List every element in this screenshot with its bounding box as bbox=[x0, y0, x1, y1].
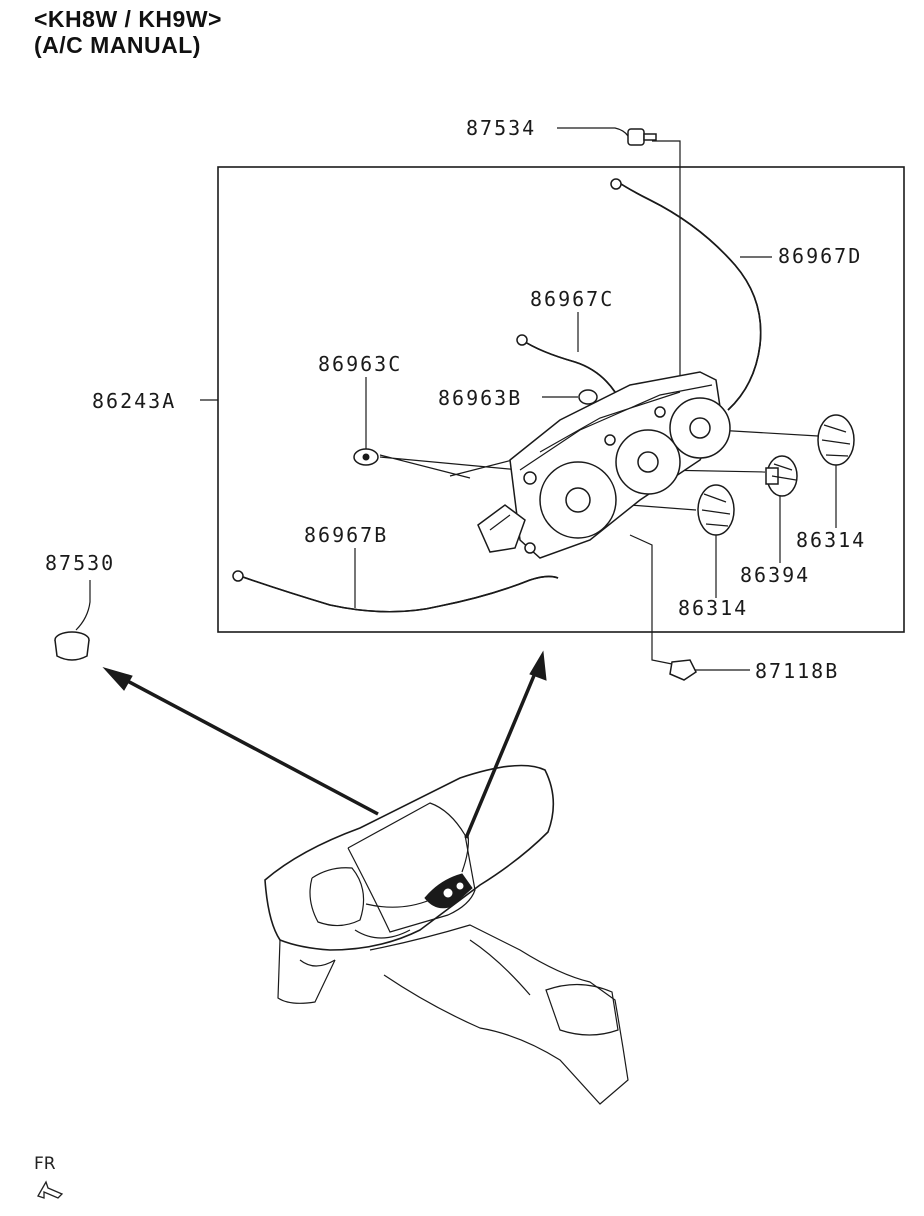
label-86243A: 86243A bbox=[92, 389, 176, 413]
cap-87530 bbox=[54, 631, 90, 661]
heater-control-unit bbox=[477, 371, 731, 559]
knob-86314-right bbox=[817, 414, 855, 466]
dashboard-illustration bbox=[264, 764, 629, 1105]
model-variant-subtitle: (A/C MANUAL) bbox=[34, 32, 201, 58]
cable-86967D bbox=[610, 178, 762, 411]
knob-86314-lower bbox=[697, 484, 735, 536]
label-87530: 87530 bbox=[45, 551, 115, 575]
label-87534: 87534 bbox=[466, 116, 536, 140]
model-code-title: <KH8W / KH9W> bbox=[34, 6, 222, 32]
label-86314-lower: 86314 bbox=[678, 596, 748, 620]
label-86967D: 86967D bbox=[778, 244, 862, 268]
label-86967C: 86967C bbox=[530, 287, 614, 311]
knob-86394 bbox=[765, 455, 798, 497]
label-86963B: 86963B bbox=[438, 386, 522, 410]
nut-87118B bbox=[669, 659, 697, 681]
label-86967B: 86967B bbox=[304, 523, 388, 547]
clip-86963B bbox=[578, 389, 598, 405]
bolt-87534 bbox=[627, 128, 657, 146]
cable-86967B bbox=[232, 570, 559, 613]
label-87118B: 87118B bbox=[755, 659, 839, 683]
label-86963C: 86963C bbox=[318, 352, 402, 376]
label-86394: 86394 bbox=[740, 563, 810, 587]
leader-lines bbox=[75, 127, 837, 671]
clip-86963C bbox=[353, 448, 379, 466]
label-86314-right: 86314 bbox=[796, 528, 866, 552]
cable-86967C bbox=[516, 334, 616, 393]
front-direction-label: FR bbox=[34, 1154, 56, 1174]
location-arrows bbox=[102, 650, 547, 839]
front-direction-arrow-icon bbox=[37, 1180, 64, 1199]
